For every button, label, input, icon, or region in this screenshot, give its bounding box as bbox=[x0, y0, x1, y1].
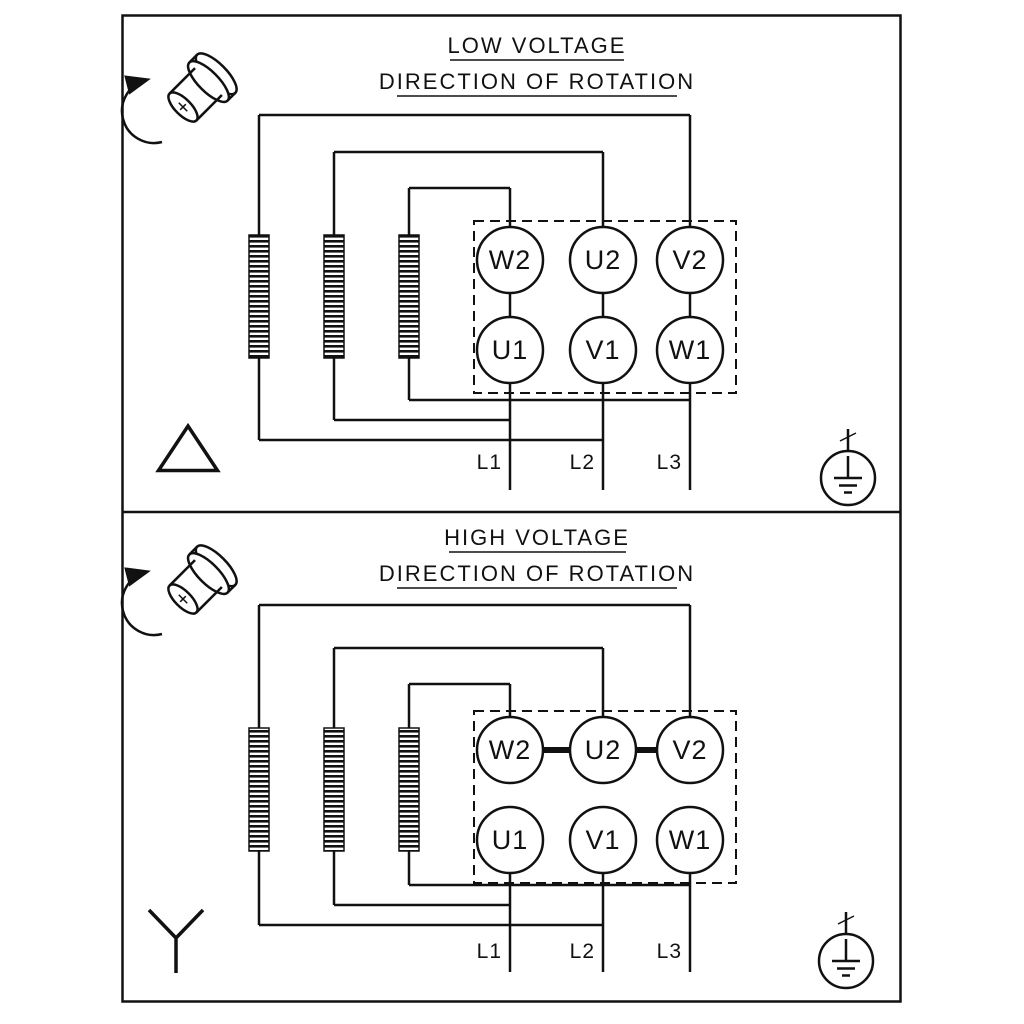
rotation-arrow bbox=[120, 75, 163, 145]
winding-coil bbox=[398, 727, 420, 852]
supply-line-label-l3: L3 bbox=[657, 940, 682, 963]
low-voltage-panel: LOW VOLTAGE DIRECTION OF ROTATION bbox=[120, 33, 877, 507]
rotation-arrow bbox=[120, 567, 163, 637]
earth-circle bbox=[819, 449, 877, 507]
winding-coil bbox=[398, 234, 420, 359]
terminal-label: U1 bbox=[492, 335, 529, 365]
terminal-label: V2 bbox=[672, 735, 707, 765]
supply-line-label-l3: L3 bbox=[657, 451, 682, 474]
earth-circle bbox=[817, 932, 875, 990]
terminal-label: U2 bbox=[585, 245, 622, 275]
shaft-body-edge bbox=[195, 94, 223, 122]
center-mark bbox=[178, 102, 188, 112]
terminal-label: V1 bbox=[585, 335, 620, 365]
terminal-label: W1 bbox=[669, 335, 712, 365]
terminal-v2 bbox=[655, 715, 725, 785]
winding-coil bbox=[248, 727, 270, 852]
terminal-v1 bbox=[568, 315, 638, 385]
terminal-v1 bbox=[568, 805, 638, 875]
terminal-block: W2 U2 V2 U1 V1 W1 bbox=[475, 715, 725, 875]
terminal-label: W2 bbox=[489, 245, 532, 275]
shaft-body-edge bbox=[195, 586, 223, 614]
supply-line-label-l1: L1 bbox=[477, 940, 502, 963]
supply-line-label-l2: L2 bbox=[570, 940, 595, 963]
low-voltage-title: LOW VOLTAGE bbox=[448, 33, 627, 58]
supply-line-label-l2: L2 bbox=[570, 451, 595, 474]
shaft-body-edge bbox=[168, 67, 196, 95]
shaft-body-edge bbox=[168, 559, 196, 587]
terminal-label: V2 bbox=[672, 245, 707, 275]
rotation-direction-icon bbox=[120, 544, 238, 637]
terminal-u1 bbox=[475, 805, 545, 875]
winding-coil bbox=[323, 727, 345, 852]
earth-tick bbox=[839, 432, 857, 442]
earth-ground-icon bbox=[817, 912, 875, 990]
supply-line-label-l1: L1 bbox=[477, 451, 502, 474]
high-voltage-title: HIGH VOLTAGE bbox=[444, 525, 630, 550]
terminal-block-outline bbox=[473, 710, 737, 884]
terminal-label: W2 bbox=[489, 735, 532, 765]
earth-ground-icon bbox=[819, 429, 877, 507]
terminal-label: W1 bbox=[669, 825, 712, 855]
terminal-w1 bbox=[655, 315, 725, 385]
terminal-u1 bbox=[475, 315, 545, 385]
center-mark bbox=[178, 594, 188, 604]
star-symbol bbox=[147, 908, 205, 973]
terminal-w2 bbox=[475, 225, 545, 295]
direction-of-rotation-label: DIRECTION OF ROTATION bbox=[379, 561, 695, 586]
terminal-v2 bbox=[655, 225, 725, 295]
winding-coil bbox=[248, 234, 270, 359]
rotation-direction-icon bbox=[120, 52, 238, 145]
terminal-label: U2 bbox=[585, 735, 622, 765]
motor-end-disc bbox=[186, 551, 231, 596]
terminal-u2 bbox=[568, 225, 638, 295]
high-voltage-panel: HIGH VOLTAGE DIRECTION OF ROTATION bbox=[120, 525, 875, 990]
diagram-frame bbox=[121, 14, 902, 1003]
terminal-block-outline bbox=[473, 220, 737, 394]
direction-of-rotation-label: DIRECTION OF ROTATION bbox=[379, 69, 695, 94]
motor-end-disc bbox=[186, 59, 231, 104]
delta-symbol bbox=[155, 422, 221, 473]
winding-coil bbox=[323, 234, 345, 359]
terminal-label: U1 bbox=[492, 825, 529, 855]
earth-tick bbox=[837, 915, 855, 925]
terminal-w1 bbox=[655, 805, 725, 875]
terminal-block: W2 U2 V2 U1 V1 W1 bbox=[475, 225, 725, 385]
terminal-u2 bbox=[568, 715, 638, 785]
terminal-w2 bbox=[475, 715, 545, 785]
terminal-label: V1 bbox=[585, 825, 620, 855]
